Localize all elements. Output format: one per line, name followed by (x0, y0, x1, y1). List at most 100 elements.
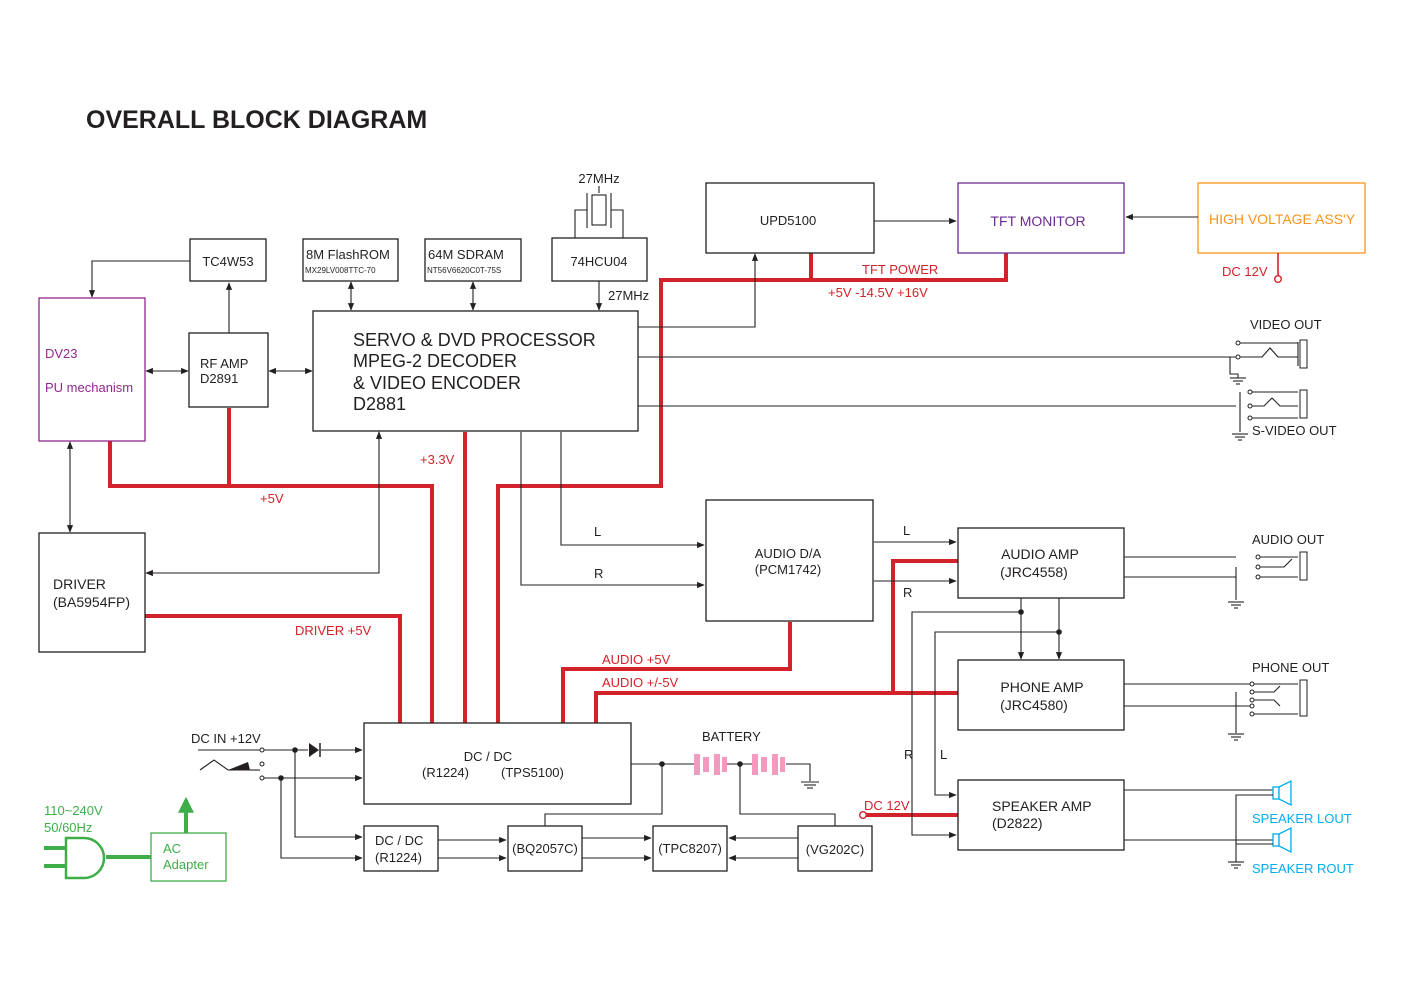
signal-lines (66, 213, 1273, 862)
dcdc-small-label: DC / DC (375, 833, 423, 848)
servo-label-1: SERVO & DVD PROCESSOR (353, 330, 596, 350)
sdram-label: 64M SDRAM (428, 247, 504, 262)
dv23-block (38, 297, 146, 442)
phone-amp-label: PHONE AMP (1000, 679, 1083, 695)
dc-in-jack-icon (198, 747, 265, 781)
phone-out-jack-icon (1228, 679, 1308, 741)
hv-dc-label: DC 12V (1222, 264, 1268, 279)
tc4w53-block (189, 238, 267, 282)
speaker-right-icon (1272, 826, 1292, 854)
rf-amp-block (188, 332, 269, 408)
rf-amp-part: D2891 (200, 371, 238, 386)
upd5100-block (705, 182, 875, 254)
high-voltage-block (1197, 182, 1366, 254)
crystal-icon (574, 186, 624, 238)
bq2057c-block (507, 825, 583, 872)
speaker-rout-label: SPEAKER ROUT (1252, 861, 1354, 876)
audio-da-label: AUDIO D/A (755, 546, 822, 561)
l-label-da-out: L (903, 523, 910, 538)
l-label-speaker: L (940, 747, 947, 762)
v5-label: +5V (260, 491, 284, 506)
audio-amp-block (957, 527, 1125, 599)
ac-adapter-block (150, 832, 227, 882)
r-label-da-in: R (594, 566, 603, 581)
tft-volts-label: +5V -14.5V +16V (828, 285, 928, 300)
vg202c-label: (VG202C) (806, 842, 865, 857)
tpc8207-block (652, 825, 728, 872)
upd5100-label: UPD5100 (760, 213, 816, 228)
v33-label: +3.3V (420, 452, 455, 467)
dcdc-small-part: (R1224) (375, 850, 422, 865)
audio-da-part: (PCM1742) (755, 562, 821, 577)
sdram-part: NT56V6620C0T-75S (427, 266, 501, 275)
clock-label: 27MHz (608, 288, 649, 303)
flashrom-label: 8M FlashROM (306, 247, 390, 262)
dcdc-main-block (363, 722, 632, 805)
ac-adapter-label-2: Adapter (163, 857, 209, 872)
sdram-block (424, 238, 522, 282)
audio-pm5v-label: AUDIO +/-5V (602, 675, 679, 690)
tft-power-label: TFT POWER (862, 262, 938, 277)
crystal-label: 27MHz (578, 171, 619, 186)
speaker-amp-part: (D2822) (992, 815, 1043, 831)
tc4w53-label: TC4W53 (202, 254, 253, 269)
video-out-jack-icon (1229, 339, 1308, 385)
speaker-lout-label: SPEAKER LOUT (1252, 811, 1352, 826)
audio-5v-label: AUDIO +5V (602, 652, 671, 667)
ac-adapter-label: AC (163, 841, 181, 856)
l-label-da-in: L (594, 524, 601, 539)
servo-label-2: MPEG-2 DECODER (353, 351, 517, 371)
hcu04-block (551, 237, 648, 282)
driver-label: DRIVER (53, 576, 106, 592)
servo-dvd-processor-block (312, 310, 639, 432)
speaker-ground-icon (1228, 794, 1273, 869)
rf-amp-label: RF AMP (200, 356, 248, 371)
audio-out-jack-icon (1228, 551, 1308, 609)
dcdc-main-label: DC / DC (464, 749, 512, 764)
speaker-dc-terminal-icon (859, 811, 868, 820)
mains-frequency-label: 50/60Hz (44, 820, 92, 835)
flashrom-part: MX29LV008TTC-70 (305, 266, 376, 275)
video-out-label: VIDEO OUT (1250, 317, 1322, 332)
bq2057c-label: (BQ2057C) (512, 841, 578, 856)
audio-amp-label: AUDIO AMP (1001, 546, 1079, 562)
dcdc-main-part-1: (R1224) (422, 765, 469, 780)
driver-5v-label: DRIVER +5V (295, 623, 372, 638)
speaker-dc-label: DC 12V (864, 798, 910, 813)
phone-amp-part: (JRC4580) (1000, 697, 1068, 713)
dcdc-small-block (363, 825, 439, 872)
audio-amp-part: (JRC4558) (1000, 564, 1068, 580)
servo-label-4: D2881 (353, 394, 406, 414)
page-title: OVERALL BLOCK DIAGRAM (86, 106, 427, 134)
driver-part: (BA5954FP) (53, 594, 130, 610)
speaker-amp-label: SPEAKER AMP (992, 798, 1092, 814)
audio-da-block (705, 499, 874, 622)
r-label-speaker: R (904, 747, 913, 762)
vg202c-block (797, 825, 873, 872)
phone-amp-block (957, 659, 1125, 731)
dcdc-main-part-2: (TPS5100) (501, 765, 564, 780)
svideo-out-label: S-VIDEO OUT (1252, 423, 1337, 438)
r-label-da-out: R (903, 585, 912, 600)
diode-icon (309, 743, 321, 757)
ac-plug-icon (44, 836, 151, 880)
dv23-label: DV23 (45, 346, 78, 361)
svideo-out-jack-icon (1232, 389, 1308, 441)
flashrom-block (302, 238, 399, 282)
battery-icon (694, 754, 785, 775)
servo-label-3: & VIDEO ENCODER (353, 373, 521, 393)
phone-out-label: PHONE OUT (1252, 660, 1329, 675)
hcu04-label: 74HCU04 (570, 254, 627, 269)
driver-block (38, 532, 146, 653)
tft-monitor-block (957, 182, 1125, 254)
hv-dc-terminal-icon (1273, 275, 1282, 284)
dv23-sublabel: PU mechanism (45, 380, 133, 395)
audio-out-label: AUDIO OUT (1252, 532, 1324, 547)
speaker-left-icon (1272, 779, 1292, 807)
speaker-amp-block (957, 779, 1125, 851)
tft-monitor-label: TFT MONITOR (990, 213, 1085, 229)
ground-icon (801, 781, 819, 789)
battery-label: BATTERY (702, 729, 761, 744)
high-voltage-label: HIGH VOLTAGE ASS'Y (1209, 211, 1356, 227)
